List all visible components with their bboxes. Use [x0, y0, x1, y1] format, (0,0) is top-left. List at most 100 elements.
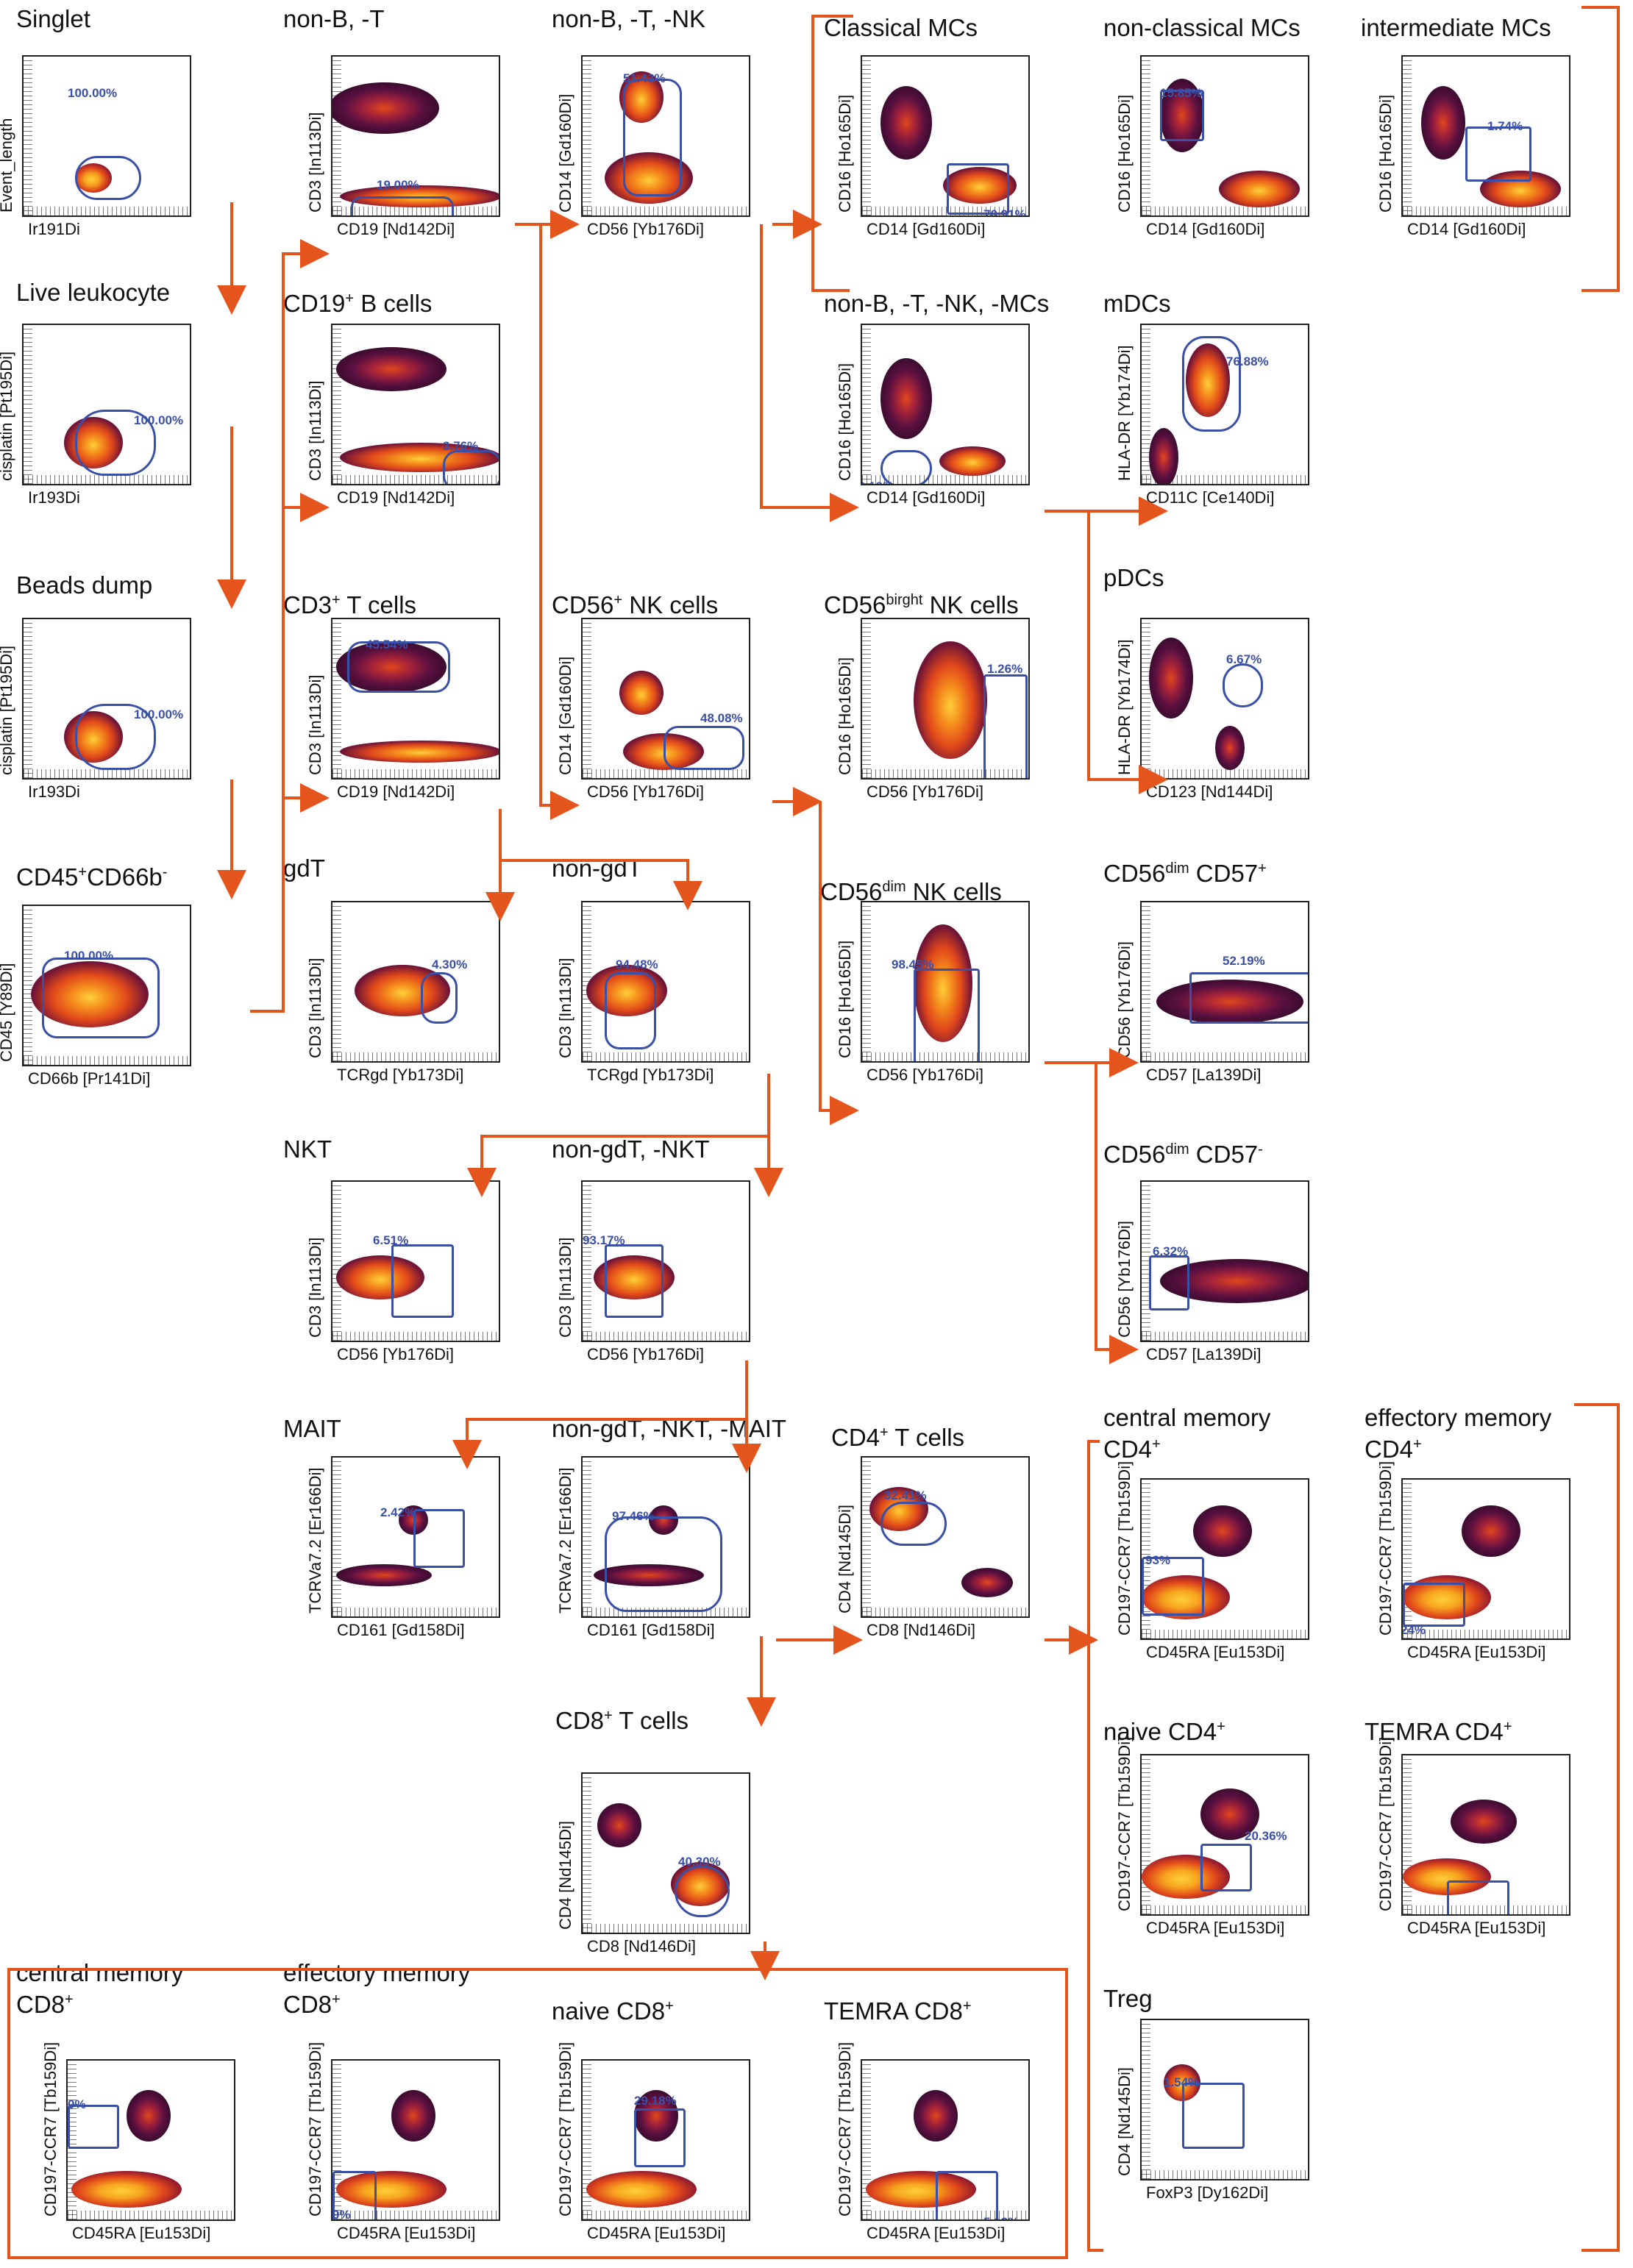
- non-gdt-nkt-mait-y-ticks: [583, 1458, 591, 1616]
- beads-dump-gate: [75, 704, 156, 770]
- classical-mcs-gate: [947, 163, 1009, 215]
- non-b-t-nk-title: non-B, -T, -NK: [552, 6, 705, 32]
- cd56-nk-cells-gate-percent: 48.08%: [700, 711, 743, 725]
- non-gdt-nkt-title-text: non-gdT, -NKT: [552, 1135, 710, 1163]
- naive-cd8-event-cloud: [586, 2171, 697, 2208]
- cd4-t-cells-title-sup: +: [880, 1424, 889, 1441]
- temra-cd4-title-text: TEMRA CD4: [1365, 1718, 1504, 1745]
- classical-mcs-x-axis-label: CD14 [Gd160Di]: [867, 220, 986, 238]
- em-cd8-plot: 9%: [331, 2059, 500, 2221]
- em-cd4-gate: [1403, 1583, 1465, 1627]
- cd56-nk-cells-x-ticks: [583, 769, 749, 778]
- pdcs-gate: [1223, 663, 1263, 707]
- treg-y-ticks: [1142, 2020, 1150, 2179]
- pdcs-title-text: pDCs: [1103, 564, 1164, 591]
- treg-title: Treg: [1103, 1986, 1153, 2012]
- temra-cd4-title-sup: +: [1503, 1719, 1512, 1735]
- treg-plot: 1.54%: [1140, 2019, 1309, 2180]
- cm-cd8-x-axis-label: CD45RA [Eu153Di]: [72, 2224, 211, 2242]
- temra-cd4-x-ticks: [1403, 1905, 1569, 1914]
- cd45-cd66b-x-ticks: [24, 1056, 190, 1065]
- beads-dump-title: Beads dump: [16, 572, 152, 599]
- non-b-t-y-ticks: [332, 57, 341, 215]
- non-b-t-nk-x-ticks: [583, 207, 749, 215]
- non-b-t-title: non-B, -T: [283, 6, 385, 32]
- temra-cd4-y-ticks: [1403, 1755, 1412, 1914]
- cm-cd4-event-cloud: [1193, 1505, 1252, 1557]
- intermediate-mcs-event-cloud: [1480, 171, 1561, 207]
- cd56-bright-nk-title: CD56birght NK cells: [824, 587, 1019, 618]
- non-gdt-nkt-mait-title: non-gdT, -NKT, -MAIT: [552, 1416, 786, 1442]
- mdcs-gate: [1182, 336, 1241, 432]
- non-gdt-y-ticks: [583, 902, 591, 1061]
- nkt-event-cloud: [336, 1255, 424, 1299]
- naive-cd4-y-axis-label: CD197-CCR7 [Tb159Di]: [1115, 1736, 1134, 1911]
- cm-cd4-x-ticks: [1142, 1630, 1308, 1638]
- cd3-t-cells-plot: 45.54%: [331, 618, 500, 780]
- cd45-cd66b-title: CD45+CD66b-: [16, 859, 167, 891]
- cd56-bright-nk-gate-percent: 1.26%: [987, 662, 1023, 676]
- cm-cd8-title-text: central memory: [16, 1959, 184, 1986]
- nkt-x-axis-label: CD56 [Yb176Di]: [337, 1345, 454, 1363]
- temra-cd4-x-axis-label: CD45RA [Eu153Di]: [1407, 1919, 1546, 1937]
- pdcs-event-cloud: [1215, 726, 1245, 770]
- naive-cd4-event-cloud: [1200, 1789, 1259, 1840]
- naive-cd4-title-sup: +: [1217, 1719, 1225, 1735]
- non-b-t-gate-percent: 19.00%: [377, 178, 419, 192]
- em-cd8-gate-percent: 9%: [332, 2208, 351, 2221]
- cd56-dim-nk-title-text2: NK cells: [906, 878, 1002, 905]
- cd19-b-cells-plot: 3.76%: [331, 324, 500, 485]
- cd3-t-cells-title-text2: T cells: [340, 591, 417, 618]
- non-b-t-nk-y-axis-label: CD14 [Gd160Di]: [556, 93, 574, 213]
- cd56dim-cd57pos-y-axis-label: CD56 [Yb176Di]: [1115, 941, 1134, 1058]
- intermediate-mcs-y-ticks: [1403, 57, 1412, 215]
- singlet-x-ticks: [24, 207, 190, 215]
- cd56-bright-nk-title-sup: birght: [886, 592, 923, 608]
- cd19-b-cells-x-axis-label: CD19 [Nd142Di]: [337, 488, 455, 507]
- classical-mcs-gate-percent: 70.91%: [983, 207, 1026, 217]
- intermediate-mcs-gate-percent: 1.74%: [1487, 119, 1523, 133]
- cm-cd8-title-sup: +: [65, 1991, 74, 2008]
- em-cd8-title-sup: +: [332, 1991, 341, 2008]
- cd4-t-cells-plot: 32.41%: [861, 1456, 1030, 1618]
- cd3-t-cells-gate: [347, 641, 450, 693]
- em-cd8-event-cloud: [391, 2090, 435, 2142]
- pdcs-event-cloud: [1149, 638, 1193, 718]
- cd56-bright-nk-y-axis-label: CD16 [Ho165Di]: [836, 657, 854, 775]
- cd56-bright-nk-event-cloud: [914, 641, 987, 759]
- cd3-t-cells-x-ticks: [332, 769, 499, 778]
- live-leukocyte-title-text: Live leukocyte: [16, 279, 171, 306]
- cd56-bright-nk-x-ticks: [862, 769, 1028, 778]
- non-b-t-nk-mcs-title-text: non-B, -T, -NK, -MCs: [824, 290, 1050, 317]
- cd56-bright-nk-title-text2: NK cells: [922, 591, 1019, 618]
- non-gdt-nkt-gate-percent: 93.17%: [583, 1233, 625, 1247]
- nkt-title: NKT: [283, 1136, 332, 1163]
- naive-cd8-x-axis-label: CD45RA [Eu153Di]: [587, 2224, 726, 2242]
- non-gdt-gate-percent: 94.48%: [616, 958, 658, 971]
- mdcs-x-ticks: [1142, 475, 1308, 484]
- temra-cd4-event-cloud: [1451, 1800, 1517, 1844]
- singlet-y-axis-label: Event_length: [0, 118, 15, 213]
- classical-mcs-event-cloud: [880, 86, 932, 160]
- non-gdt-x-ticks: [583, 1052, 749, 1061]
- cd56dim-cd57neg-title-sup2: -: [1258, 1141, 1263, 1158]
- cd45-cd66b-title-text2: CD66b: [87, 863, 163, 891]
- non-classical-mcs-gate-percent: 15.85%: [1160, 86, 1203, 100]
- cd8-t-cells-title-sup: +: [604, 1708, 613, 1724]
- gdt-y-axis-label: CD3 [In113Di]: [306, 958, 324, 1058]
- cd19-b-cells-gate: [443, 450, 499, 484]
- cd45-cd66b-title-sup2: -: [162, 864, 168, 880]
- non-classical-mcs-y-ticks: [1142, 57, 1150, 215]
- beads-dump-title-text: Beads dump: [16, 571, 153, 599]
- cm-cd4-gate-percent: 93%: [1145, 1553, 1171, 1567]
- cd3-t-cells-y-axis-label: CD3 [In113Di]: [306, 674, 324, 775]
- em-cd4-plot: 24%: [1401, 1478, 1570, 1640]
- non-classical-mcs-x-axis-label: CD14 [Gd160Di]: [1146, 220, 1265, 238]
- cd56dim-cd57pos-gate: [1189, 972, 1308, 1024]
- nkt-x-ticks: [332, 1332, 499, 1341]
- cd8-t-cells-plot: 40.30%: [581, 1772, 750, 1934]
- em-cd4-gate-percent: 24%: [1401, 1623, 1426, 1637]
- non-b-t-y-axis-label: CD3 [In113Di]: [306, 112, 324, 213]
- cd45-cd66b-gate-percent: 100.00%: [64, 949, 114, 963]
